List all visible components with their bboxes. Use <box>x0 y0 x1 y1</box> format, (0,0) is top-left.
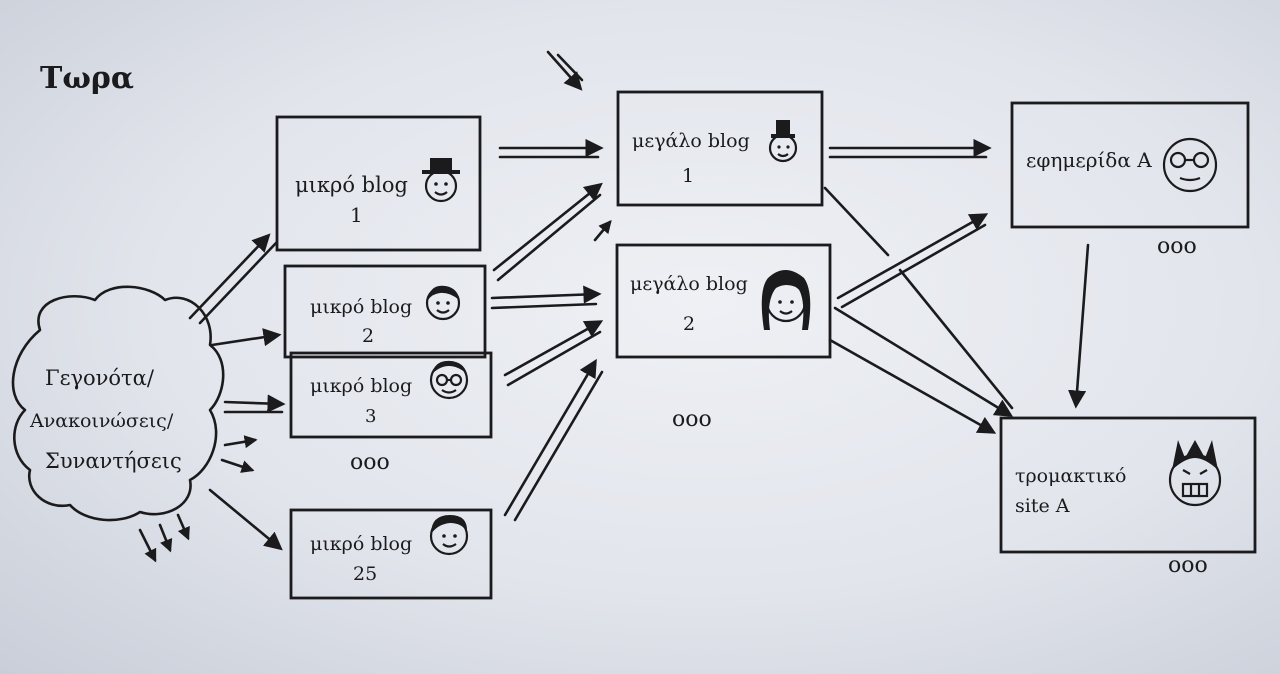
small-blog-2-number: 2 <box>362 325 374 347</box>
tall-hat-face-icon <box>768 120 798 163</box>
small-blog-1-label: μικρό blog <box>295 173 408 197</box>
small-blog-25-number: 25 <box>353 563 377 585</box>
events-cloud: Γεγονότα/ Ανακοινώσεις/ Συναντήσεις <box>11 285 225 522</box>
big-to-outlets-arrows <box>823 138 1090 434</box>
small-blog-3-number: 3 <box>365 406 376 427</box>
big-blog-1: μεγάλο blog 1 <box>616 90 824 207</box>
small-blog-2-label: μικρό blog <box>310 296 412 318</box>
big-blogs-ellipsis: ooo <box>672 407 712 432</box>
scary-site-line-1: τρομακτικό <box>1015 465 1126 487</box>
big-blog-2-label: μεγάλο blog <box>630 273 748 295</box>
glasses-face-icon <box>1162 137 1218 193</box>
newspaper-a: εφημερίδα A <box>1010 101 1250 229</box>
big-blog-1-label: μεγάλο blog <box>632 130 750 152</box>
small-to-big-arrows <box>490 50 612 522</box>
cloud-line-1: Γεγονότα/ <box>45 366 155 390</box>
small-blog-25: μικρό blog 25 <box>289 508 493 600</box>
newspaper-label: εφημερίδα A <box>1026 148 1152 172</box>
scary-site-a: τρομακτικό site A <box>999 416 1257 554</box>
smiling-face-icon <box>425 285 461 321</box>
small-blog-25-label: μικρό blog <box>310 533 412 555</box>
scary-site-line-2: site A <box>1015 495 1070 517</box>
cloud-line-3: Συναντήσεις <box>45 449 182 473</box>
small-blog-3-label: μικρό blog <box>310 375 412 397</box>
scary-site-ellipsis: ooo <box>1168 553 1208 578</box>
hair-face-icon <box>429 515 469 556</box>
horned-face-icon <box>1168 440 1222 507</box>
long-hair-face-icon <box>761 270 811 330</box>
cloud-line-2: Ανακοινώσεις/ <box>29 410 174 432</box>
newspaper-ellipsis: ooo <box>1157 234 1197 259</box>
big-blog-2-number: 2 <box>683 313 695 335</box>
top-hat-face-icon <box>422 158 460 203</box>
small-blog-3: μικρό blog 3 <box>289 351 493 439</box>
small-blog-2: μικρό blog 2 <box>283 264 487 359</box>
big-blog-2: μεγάλο blog 2 <box>615 243 832 359</box>
cloud-arrows <box>138 233 286 563</box>
small-blogs-ellipsis: ooo <box>350 450 390 475</box>
small-blog-1-number: 1 <box>350 203 363 227</box>
page-title: Τωρα <box>40 61 134 96</box>
glasses-face-icon <box>429 360 469 400</box>
small-blog-1: μικρό blog 1 <box>275 115 482 252</box>
big-blog-1-number: 1 <box>682 165 694 187</box>
